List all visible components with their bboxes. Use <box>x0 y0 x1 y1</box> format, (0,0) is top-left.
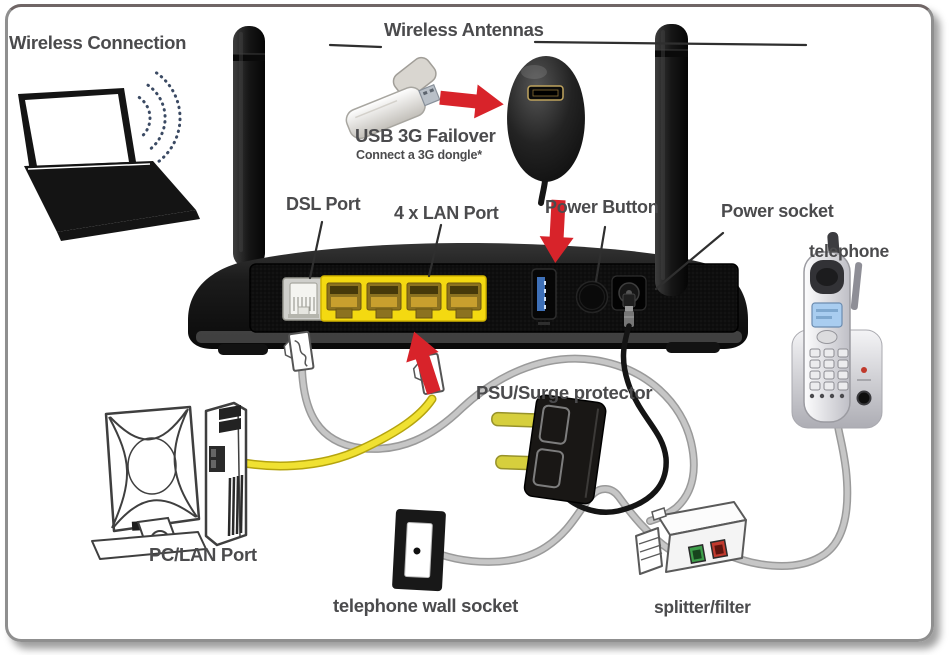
power-socket <box>611 275 647 327</box>
lan-port-3 <box>406 282 442 319</box>
splitter-red-port <box>709 539 729 559</box>
right-antenna <box>655 24 688 296</box>
lan-port-2 <box>366 282 402 319</box>
router <box>188 243 748 355</box>
power-button <box>575 280 609 314</box>
label-wireless-antennas: Wireless Antennas <box>384 19 544 40</box>
label-lan-port: 4 x LAN Port <box>394 203 499 223</box>
wifi-waves-icon <box>137 71 182 165</box>
dongle-cap <box>392 56 437 99</box>
label-wireless-connection: Wireless Connection <box>9 32 187 53</box>
ethernet-cable-yellow <box>217 394 437 471</box>
laptop-illustration <box>18 88 200 241</box>
label-telephone-wall-socket: telephone wall socket <box>333 595 518 616</box>
cordless-telephone <box>791 231 883 429</box>
power-cord <box>558 323 669 515</box>
left-antenna <box>233 26 265 268</box>
router-foot-left <box>218 344 268 355</box>
splitter-filter <box>635 501 747 575</box>
label-pointer-lines <box>308 40 808 291</box>
arrow-down-icon <box>539 199 574 263</box>
label-pc-lan-port: PC/LAN Port <box>149 544 257 565</box>
splitter-green-port <box>687 544 707 564</box>
label-power-socket: Power socket <box>721 201 834 221</box>
telephone-wall-socket <box>392 509 446 592</box>
dsl-port <box>282 277 325 321</box>
monitor-illustration <box>91 405 207 560</box>
usb-antenna-cradle <box>507 56 585 182</box>
label-splitter-filter: splitter/filter <box>654 597 751 617</box>
usb-antenna-cord <box>538 178 548 206</box>
router-foot-right <box>666 342 720 353</box>
lan-port-1 <box>326 282 362 319</box>
label-usb-3g-failover: USB 3G Failover <box>355 125 496 146</box>
label-psu-surge: PSU/Surge protector <box>476 382 653 403</box>
pc-tower-illustration <box>204 401 248 547</box>
usb-3g-dongle <box>345 83 441 140</box>
label-dsl-port: DSL Port <box>286 194 361 214</box>
arrow-right-icon <box>439 84 504 119</box>
label-telephone: telephone <box>809 241 889 261</box>
lan-port-4 <box>446 282 482 319</box>
psu-plug <box>491 394 607 505</box>
label-usb-3g-note: Connect a 3G dongle* <box>356 148 482 162</box>
router-base-strip <box>196 331 742 343</box>
arrow-up-icon <box>406 331 441 395</box>
rj-plug-dsl <box>283 330 315 372</box>
usb-port <box>531 268 557 325</box>
phone-cable <box>715 422 852 570</box>
lan-ports <box>320 275 487 322</box>
label-power-button: Power Button <box>545 197 659 217</box>
